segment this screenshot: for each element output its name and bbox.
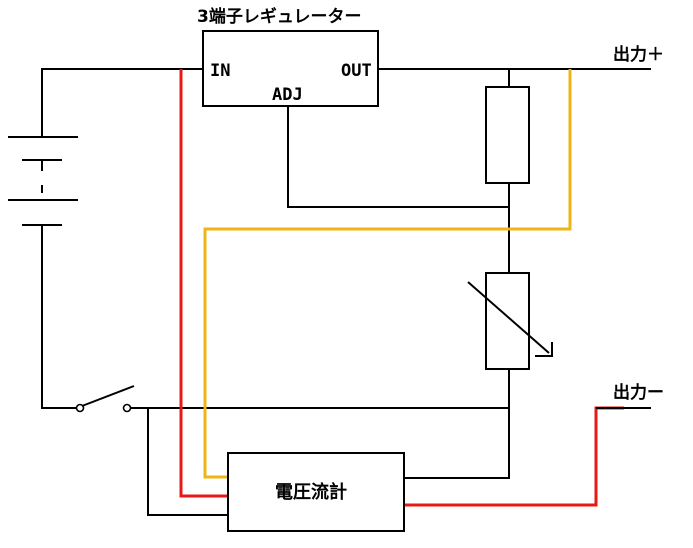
black-wires	[41, 68, 651, 516]
wire-ground-to-meter	[147, 408, 228, 516]
wire-ground-to-meter-right	[404, 408, 510, 479]
wire-adj-to-junction	[287, 106, 509, 208]
regulator-box	[202, 30, 379, 107]
regulator-pin-out: OUT	[341, 61, 372, 81]
switch-contact-left	[75, 403, 85, 413]
switch-symbol	[75, 385, 135, 413]
variable-resistor-body	[485, 272, 530, 370]
switch-contact-right	[122, 403, 132, 413]
output-plus-label: 出力＋	[613, 44, 664, 65]
variable-resistor-arrow-shaft	[467, 281, 550, 354]
output-minus-label: 出力ー	[613, 382, 664, 403]
fixed-resistor	[485, 86, 530, 184]
red-wire-meter-to-output-minus	[404, 406, 624, 507]
wire-battery-to-switch	[41, 225, 77, 409]
meter-label: 電圧流計	[275, 481, 347, 503]
regulator-pin-adj: ADJ	[272, 85, 303, 105]
red-wires	[179, 69, 624, 507]
regulator-pin-in: IN	[210, 61, 230, 81]
red-wire-in-to-meter	[179, 69, 228, 498]
yellow-wire-out-to-meter	[203, 69, 572, 479]
variable-resistor-arrow-head	[535, 342, 553, 357]
meter-box	[227, 452, 405, 532]
variable-resistor	[467, 272, 553, 370]
switch-lever	[81, 385, 135, 407]
regulator-title: 3端子レギュレーター	[197, 6, 362, 27]
yellow-wires	[203, 69, 572, 479]
wire-battery-to-in	[41, 68, 203, 137]
battery-symbol	[8, 136, 78, 226]
